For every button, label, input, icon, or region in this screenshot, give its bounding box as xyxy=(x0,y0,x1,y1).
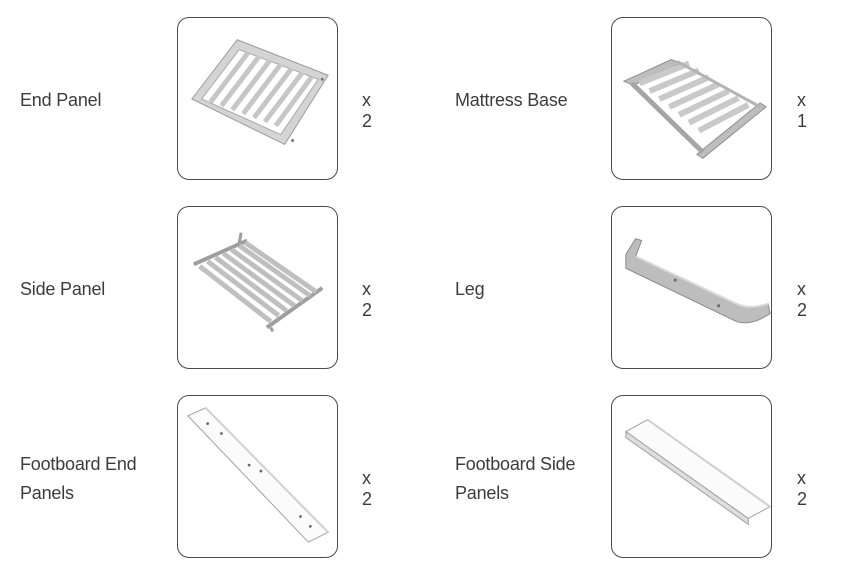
leg-illustration xyxy=(625,238,771,324)
side-panel-illustration xyxy=(192,232,324,333)
part-quantity: x 2 xyxy=(362,90,373,131)
part-quantity: x 2 xyxy=(797,279,808,320)
part-label: Footboard End Panels xyxy=(20,454,137,503)
part-quantity: x 2 xyxy=(797,468,808,509)
part-label: Leg xyxy=(455,279,485,299)
footboard-side-panel-illustration xyxy=(624,418,771,526)
part-image-tile xyxy=(611,206,772,369)
part-label: End Panel xyxy=(20,90,102,110)
end-panel-illustration xyxy=(191,39,329,146)
part-image-tile xyxy=(177,206,338,369)
part-quantity: x 2 xyxy=(362,279,373,320)
part-image-tile xyxy=(177,395,338,558)
part-quantity: x 2 xyxy=(362,468,373,509)
part-label: Side Panel xyxy=(20,279,106,299)
mattress-base-illustration xyxy=(622,58,767,159)
part-label: Footboard Side Panels xyxy=(455,454,576,503)
footboard-end-panel-illustration xyxy=(187,407,329,543)
part-label: Mattress Base xyxy=(455,90,568,110)
part-image-tile xyxy=(611,395,772,558)
part-quantity: x 1 xyxy=(797,90,808,131)
part-image-tile xyxy=(611,17,772,180)
part-image-tile xyxy=(177,17,338,180)
